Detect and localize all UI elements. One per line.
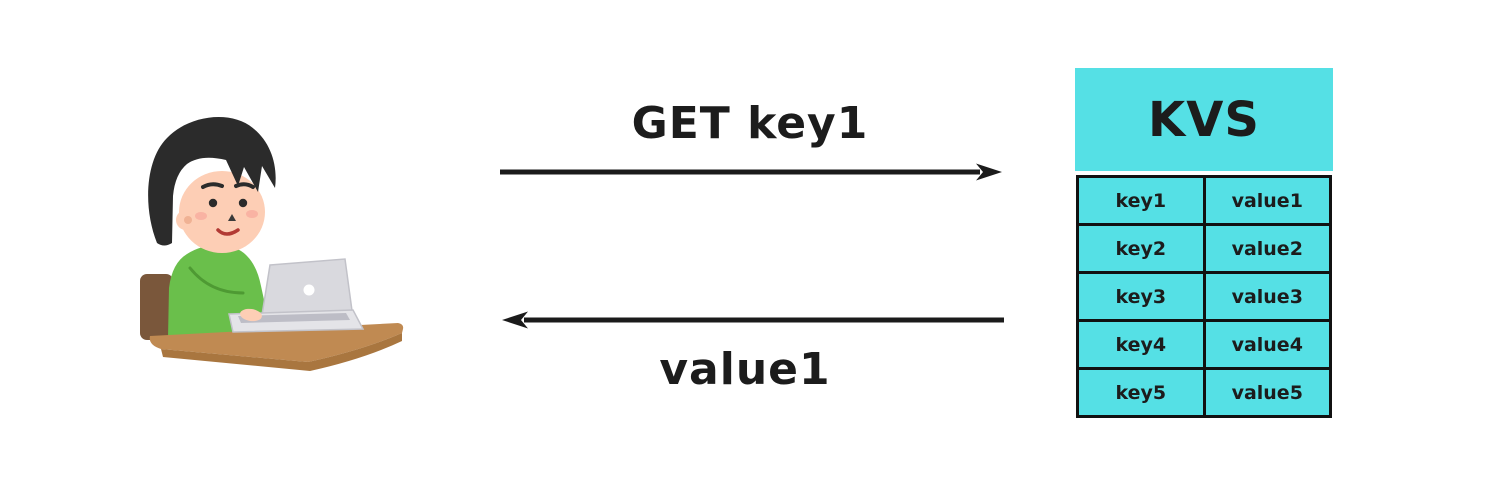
request-arrow-right-icon [500, 163, 1002, 181]
kvs-cell-key: key2 [1076, 223, 1206, 274]
kvs-cell-value: value1 [1202, 175, 1332, 226]
kvs-cell-key: key5 [1076, 367, 1206, 418]
hair [148, 117, 276, 246]
kvs-cell-key: key1 [1076, 175, 1206, 226]
hand [240, 308, 262, 322]
desk [149, 323, 404, 362]
response-arrow-left-icon [502, 311, 1004, 329]
kvs-cell-value: value2 [1202, 223, 1332, 274]
kvs-cell-key: key3 [1076, 271, 1206, 322]
kvs-cell-value: value5 [1202, 367, 1332, 418]
face [179, 171, 265, 253]
kvs-cell-value: value4 [1202, 319, 1332, 370]
person-using-laptop-icon [140, 117, 404, 371]
kvs-title: KVS [1075, 68, 1333, 171]
kvs-cell-value: value3 [1202, 271, 1332, 322]
kvs-cell-key: key4 [1076, 319, 1206, 370]
chair-icon [140, 274, 173, 340]
request-message-label: GET key1 [631, 98, 869, 149]
response-message-label: value1 [659, 344, 831, 395]
